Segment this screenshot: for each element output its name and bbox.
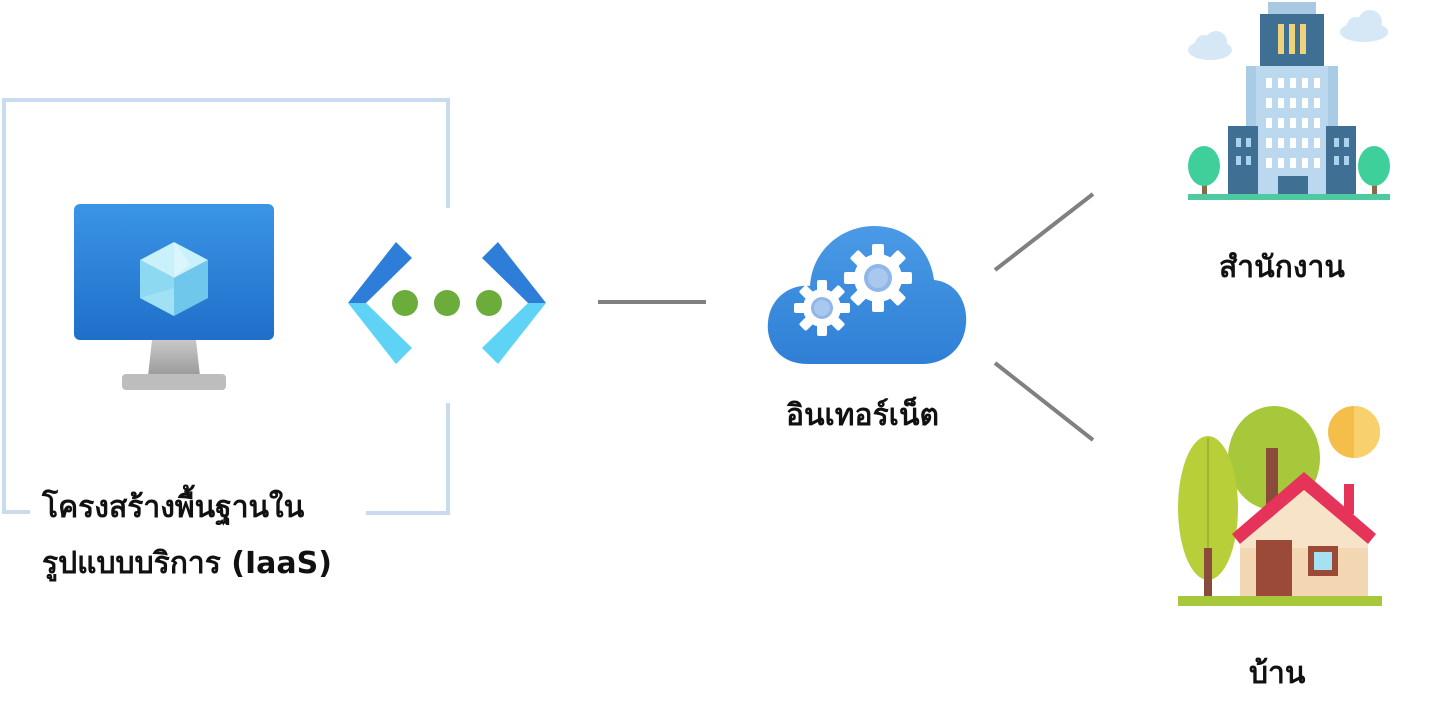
iaas-frame-left <box>2 200 6 514</box>
iaas-label-line1: โครงสร้างพื้นฐานใน <box>42 490 305 525</box>
internet-label: อินเทอร์เน็ต <box>786 398 939 433</box>
virtual-network-icon <box>348 242 546 364</box>
cloud-gears-icon <box>767 226 967 364</box>
iaas-frame-bottom-right <box>366 403 450 515</box>
office-label: สำนักงาน <box>1219 250 1345 285</box>
house-icon <box>1178 406 1382 606</box>
iaas-label-line2: รูปแบบบริการ (IaaS) <box>42 546 332 581</box>
home-label: บ้าน <box>1249 656 1306 691</box>
virtual-machine-icon <box>74 204 274 390</box>
iaas-frame-bottom-left <box>2 510 30 514</box>
office-building-icon <box>1188 2 1390 200</box>
connector-cloud-home <box>993 361 1095 442</box>
iaas-frame-top-left <box>2 98 450 208</box>
connector-cloud-office <box>993 192 1095 272</box>
